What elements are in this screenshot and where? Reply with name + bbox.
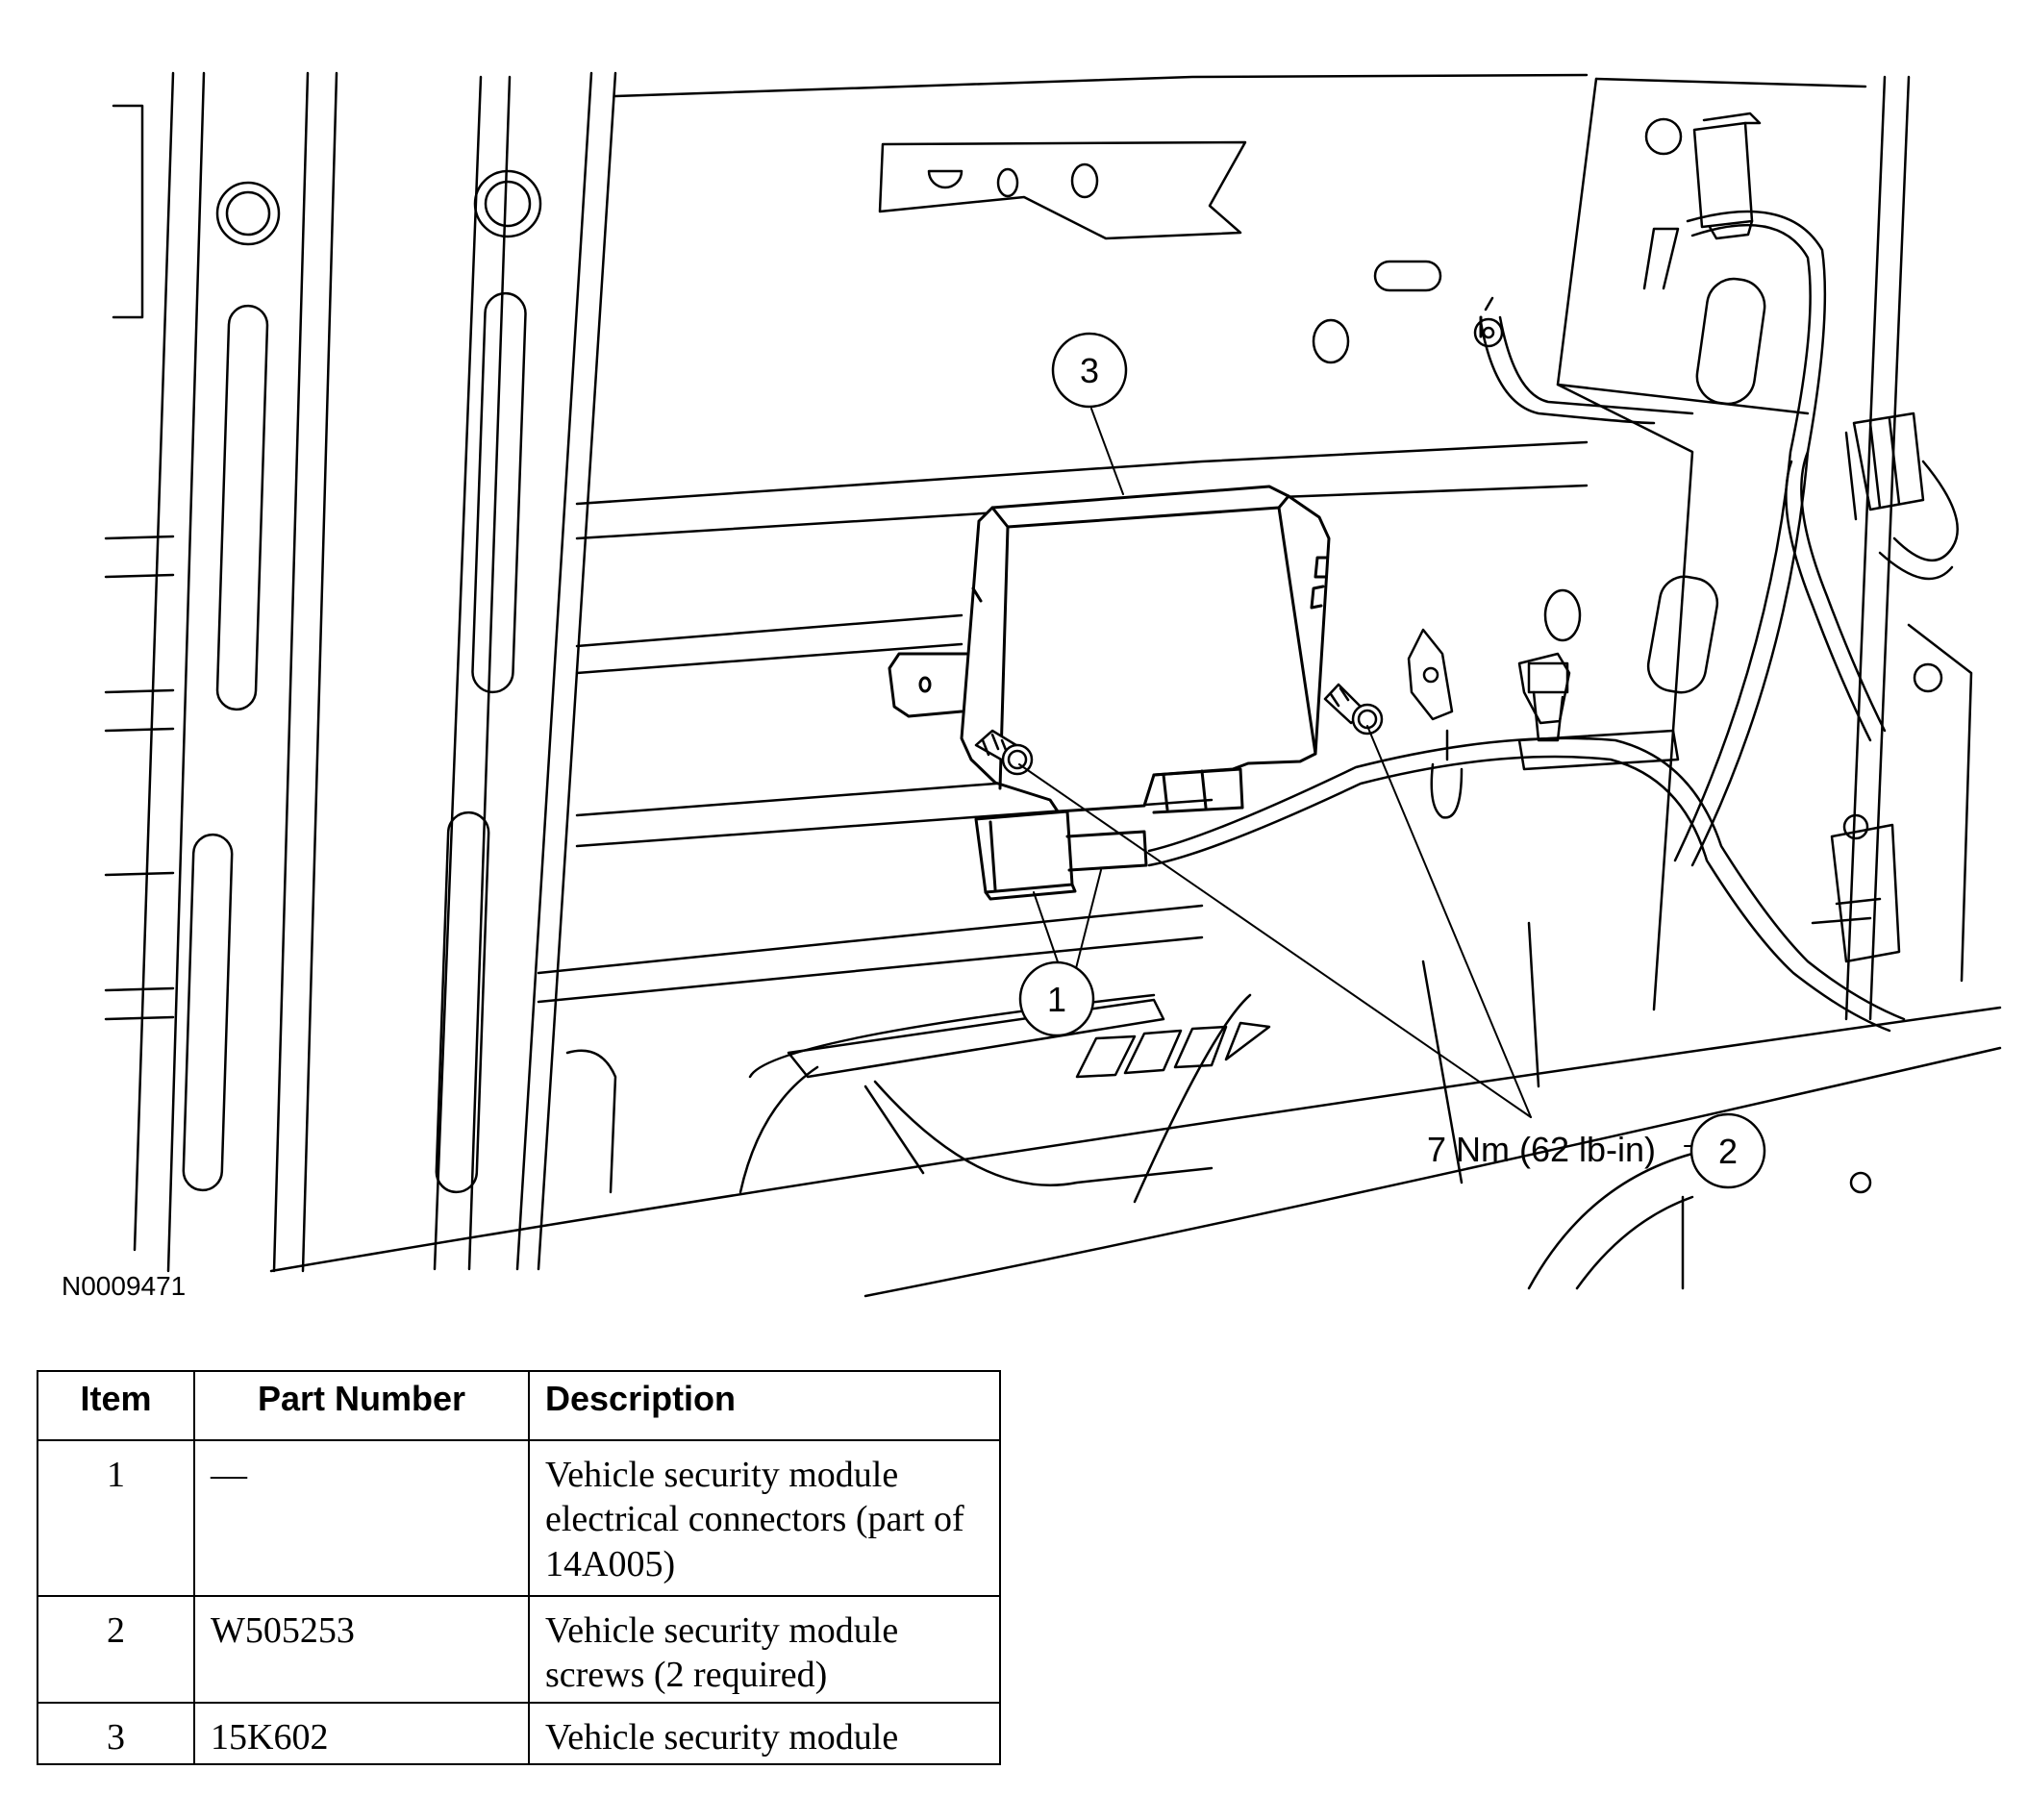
- table-row: 3 15K602 Vehicle security module: [37, 1701, 1001, 1766]
- callout-1-label: 1: [1047, 980, 1066, 1019]
- row-item: 2: [37, 1595, 195, 1704]
- row-part-number: W505253: [193, 1595, 530, 1704]
- callout-3-label: 3: [1080, 351, 1099, 390]
- leader-lines: [1018, 408, 1695, 1147]
- frame-lines: [104, 71, 2002, 1298]
- security-module-body: [888, 485, 1331, 901]
- header-part-number: Part Number: [193, 1370, 530, 1441]
- screw-left: [974, 729, 1034, 776]
- callout-2-label: 2: [1718, 1132, 1738, 1171]
- row-item: 1: [37, 1439, 195, 1597]
- row-description: Vehicle security module screws (2 requir…: [528, 1595, 1001, 1704]
- row-item: 3: [37, 1701, 195, 1766]
- parts-table: Item Part Number Description 1 — Vehicle…: [37, 1370, 1001, 1766]
- header-description: Description: [528, 1370, 1001, 1441]
- screw-right: [1323, 683, 1384, 735]
- table-row: 2 W505253 Vehicle security module screws…: [37, 1595, 1001, 1704]
- vehicle-security-module-illustration: 3 1 2 7 Nm (62 lb-in): [104, 71, 2002, 1298]
- callout-3: 3: [1051, 332, 1128, 409]
- callout-2: 2: [1689, 1112, 1766, 1189]
- callout-1: 1: [1018, 960, 1095, 1037]
- row-description: Vehicle security module electrical conne…: [528, 1439, 1001, 1597]
- figure-id: N0009471: [62, 1271, 187, 1301]
- table-row: 1 — Vehicle security module electrical c…: [37, 1439, 1001, 1597]
- header-item: Item: [37, 1370, 195, 1441]
- wiring-harness: [1147, 112, 1959, 1033]
- torque-spec-label: 7 Nm (62 lb-in): [1427, 1130, 1656, 1169]
- table-header-row: Item Part Number Description: [37, 1370, 1001, 1441]
- row-part-number: 15K602: [193, 1701, 530, 1766]
- row-part-number: —: [193, 1439, 530, 1597]
- row-description: Vehicle security module: [528, 1701, 1001, 1766]
